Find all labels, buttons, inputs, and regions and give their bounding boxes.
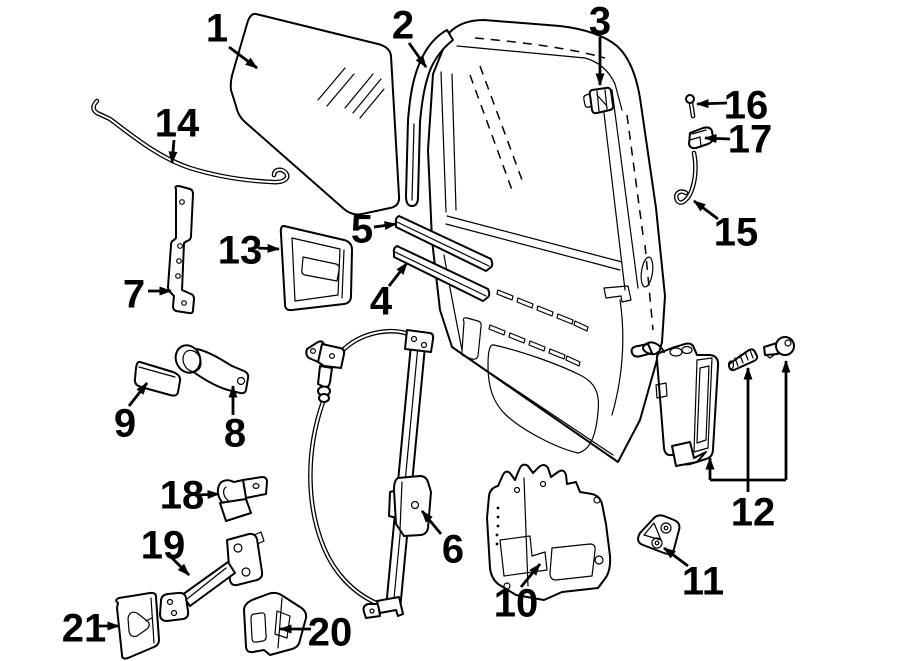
rod-pin [685, 94, 696, 119]
door-lock-hardware-group [630, 336, 795, 467]
lock-rod [673, 150, 698, 205]
callout-number-lower-bracket: 20 [308, 610, 353, 654]
callout-arrow [228, 45, 258, 70]
callout-arrow [257, 243, 280, 253]
callout-number-door-check-strap: 19 [141, 523, 186, 567]
callout-arrow [127, 382, 149, 407]
lower-bracket [243, 591, 308, 656]
callout-number-anchor-plate: 21 [62, 606, 107, 650]
callout-arrow [704, 133, 731, 143]
callout-number-door-lock-assembly: 10 [494, 581, 539, 625]
window-glass [229, 12, 401, 216]
callout-number-trim-plate: 13 [218, 228, 263, 272]
door-check-strap [159, 531, 265, 622]
striker-bracket [637, 514, 681, 555]
callout-number-window-glass: 1 [206, 6, 228, 50]
callout-number-hinge-bracket: 18 [160, 473, 205, 517]
callout-number-rod-pin: 16 [724, 83, 769, 127]
callout-arrow [420, 510, 443, 535]
callout-number-inside-handle: 8 [224, 411, 246, 455]
callout-arrow [387, 262, 409, 287]
callout-number-belt-molding-outer: 5 [351, 207, 373, 251]
callout-number-glass-run-channel: 2 [392, 3, 414, 47]
frame-clip [583, 86, 615, 115]
callout-arrow [197, 490, 220, 500]
key [763, 336, 795, 359]
anchor-plate [115, 591, 160, 660]
callout-arrow [696, 99, 728, 109]
door-shell [427, 19, 666, 463]
hinge-bracket [216, 476, 268, 522]
callout-number-striker-bracket: 11 [682, 559, 724, 603]
door-lock-assembly [486, 463, 612, 601]
callout-number-mounting-bracket: 7 [123, 272, 145, 316]
callout-arrow [170, 556, 190, 576]
mounting-bracket [167, 185, 195, 315]
callout-arrow [373, 221, 397, 231]
callout-number-frame-clip: 3 [589, 0, 611, 43]
callout-arrow [693, 199, 719, 221]
callout-number-handle-escutcheon: 9 [114, 401, 136, 445]
inside-handle [174, 344, 250, 395]
callout-number-window-regulator: 6 [442, 527, 464, 571]
callout-number-connecting-rod: 14 [155, 101, 200, 145]
window-regulator [305, 328, 435, 619]
trim-plate [279, 225, 353, 312]
connecting-rod [91, 98, 290, 185]
callout-arrow [663, 546, 689, 568]
callout-arrow [168, 139, 178, 164]
callout-number-belt-molding-inner: 4 [370, 279, 393, 323]
callout-arrow [519, 563, 542, 588]
callout-number-lock-rod: 15 [714, 210, 759, 254]
callout-arrow [407, 42, 428, 68]
callout-number-rod-clip: 17 [728, 117, 773, 161]
callout-number-outside-handle-cylinder-key: 12 [731, 490, 776, 534]
belt-molding-inner [392, 245, 491, 302]
lock-cylinder [727, 348, 759, 372]
belt-molding-outer [394, 215, 494, 272]
glass-reflection-lines [317, 67, 385, 119]
